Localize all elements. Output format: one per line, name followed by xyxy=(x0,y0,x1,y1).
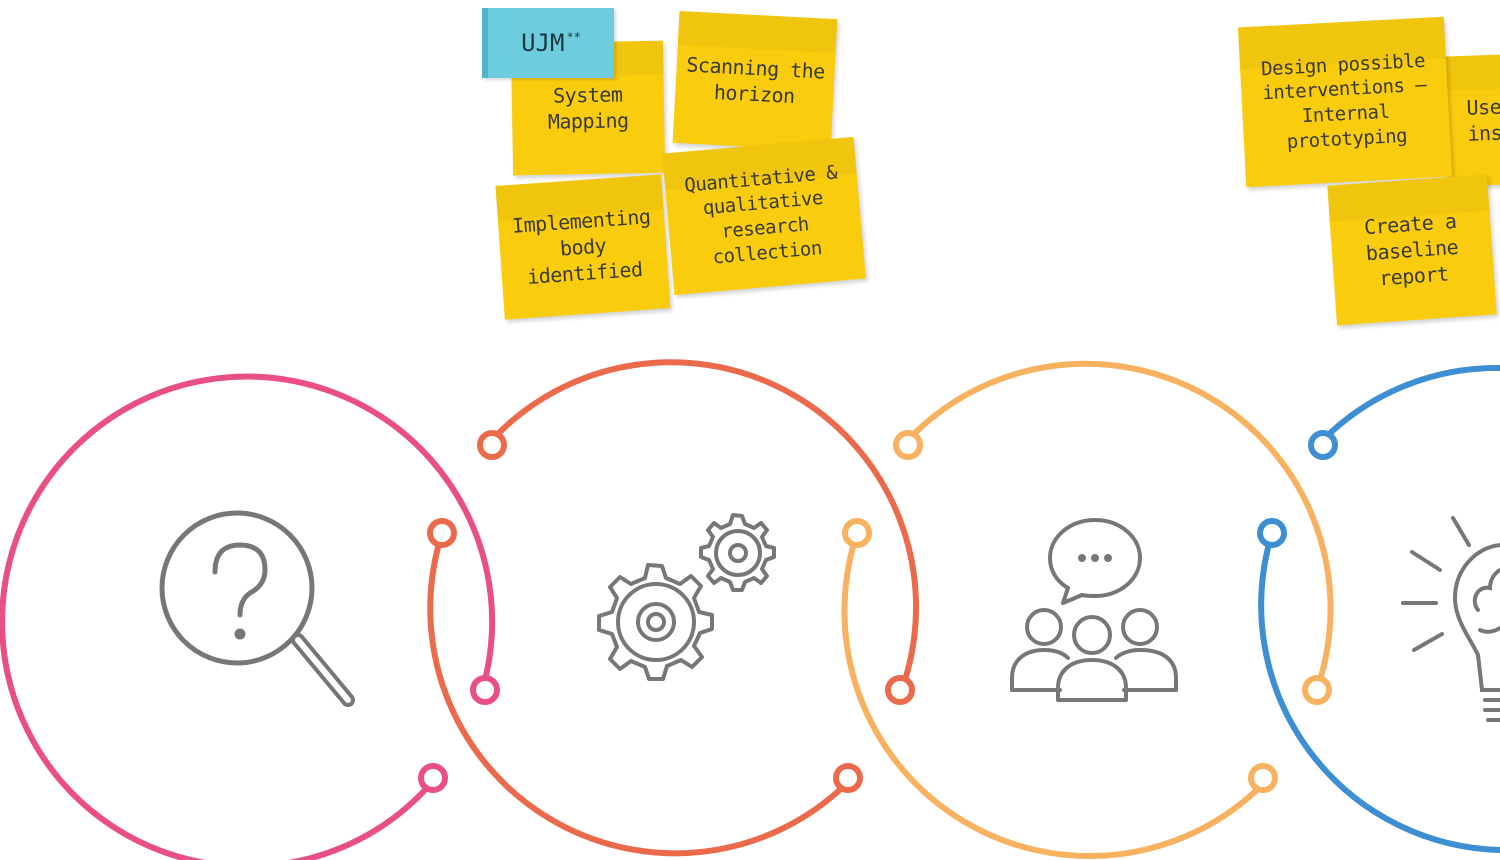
note-scanning-horizon: Scanning the horizon xyxy=(672,10,838,152)
ring-blue-node-2 xyxy=(1257,518,1287,548)
question-magnifier-icon xyxy=(159,510,355,707)
ring-pink-node-bottom xyxy=(418,763,448,793)
ring-red-node-1 xyxy=(477,430,507,460)
note-partial-text: Use ins xyxy=(1466,94,1500,146)
ujm-tag: UJM** xyxy=(482,8,614,78)
ring-orange-node-4 xyxy=(1248,763,1278,793)
ring-orange-node-2 xyxy=(842,518,872,548)
ring-red-node-2 xyxy=(427,518,457,548)
ring-pink xyxy=(0,373,495,860)
note-implementing-body: Implementing body identified xyxy=(495,174,671,320)
ring-red-node-3 xyxy=(885,675,915,705)
group-discussion-icon xyxy=(1010,518,1178,702)
ring-orange-node-1 xyxy=(893,430,923,460)
note-quant-qual-text: Quantitative & qualitative research coll… xyxy=(683,161,838,269)
ring-orange-node-3 xyxy=(1302,675,1332,705)
ring-blue-node-1 xyxy=(1308,430,1338,460)
note-create-baseline-text: Create a baseline report xyxy=(1363,208,1459,291)
gears-icon xyxy=(597,513,776,681)
note-quant-qual: Quantitative & qualitative research coll… xyxy=(662,136,866,296)
note-design-interventions-text: Design possible interventions – Internal… xyxy=(1260,49,1427,153)
note-scanning-horizon-text: Scanning the horizon xyxy=(685,52,826,109)
ring-orange xyxy=(841,360,1334,860)
lightbulb-brain-icon xyxy=(1401,516,1500,722)
ujm-tag-label: UJM xyxy=(521,29,565,57)
ujm-tag-marker: ** xyxy=(566,30,581,44)
ring-red-node-4 xyxy=(833,763,863,793)
note-design-interventions: Design possible interventions – Internal… xyxy=(1237,16,1453,188)
ring-blue xyxy=(1258,364,1500,853)
note-system-mapping-text: System Mapping xyxy=(547,82,629,134)
note-implementing-body-text: Implementing body identified xyxy=(511,204,652,289)
ring-pink-node-top xyxy=(470,675,500,705)
note-create-baseline: Create a baseline report xyxy=(1327,174,1497,326)
ring-red xyxy=(427,359,920,857)
